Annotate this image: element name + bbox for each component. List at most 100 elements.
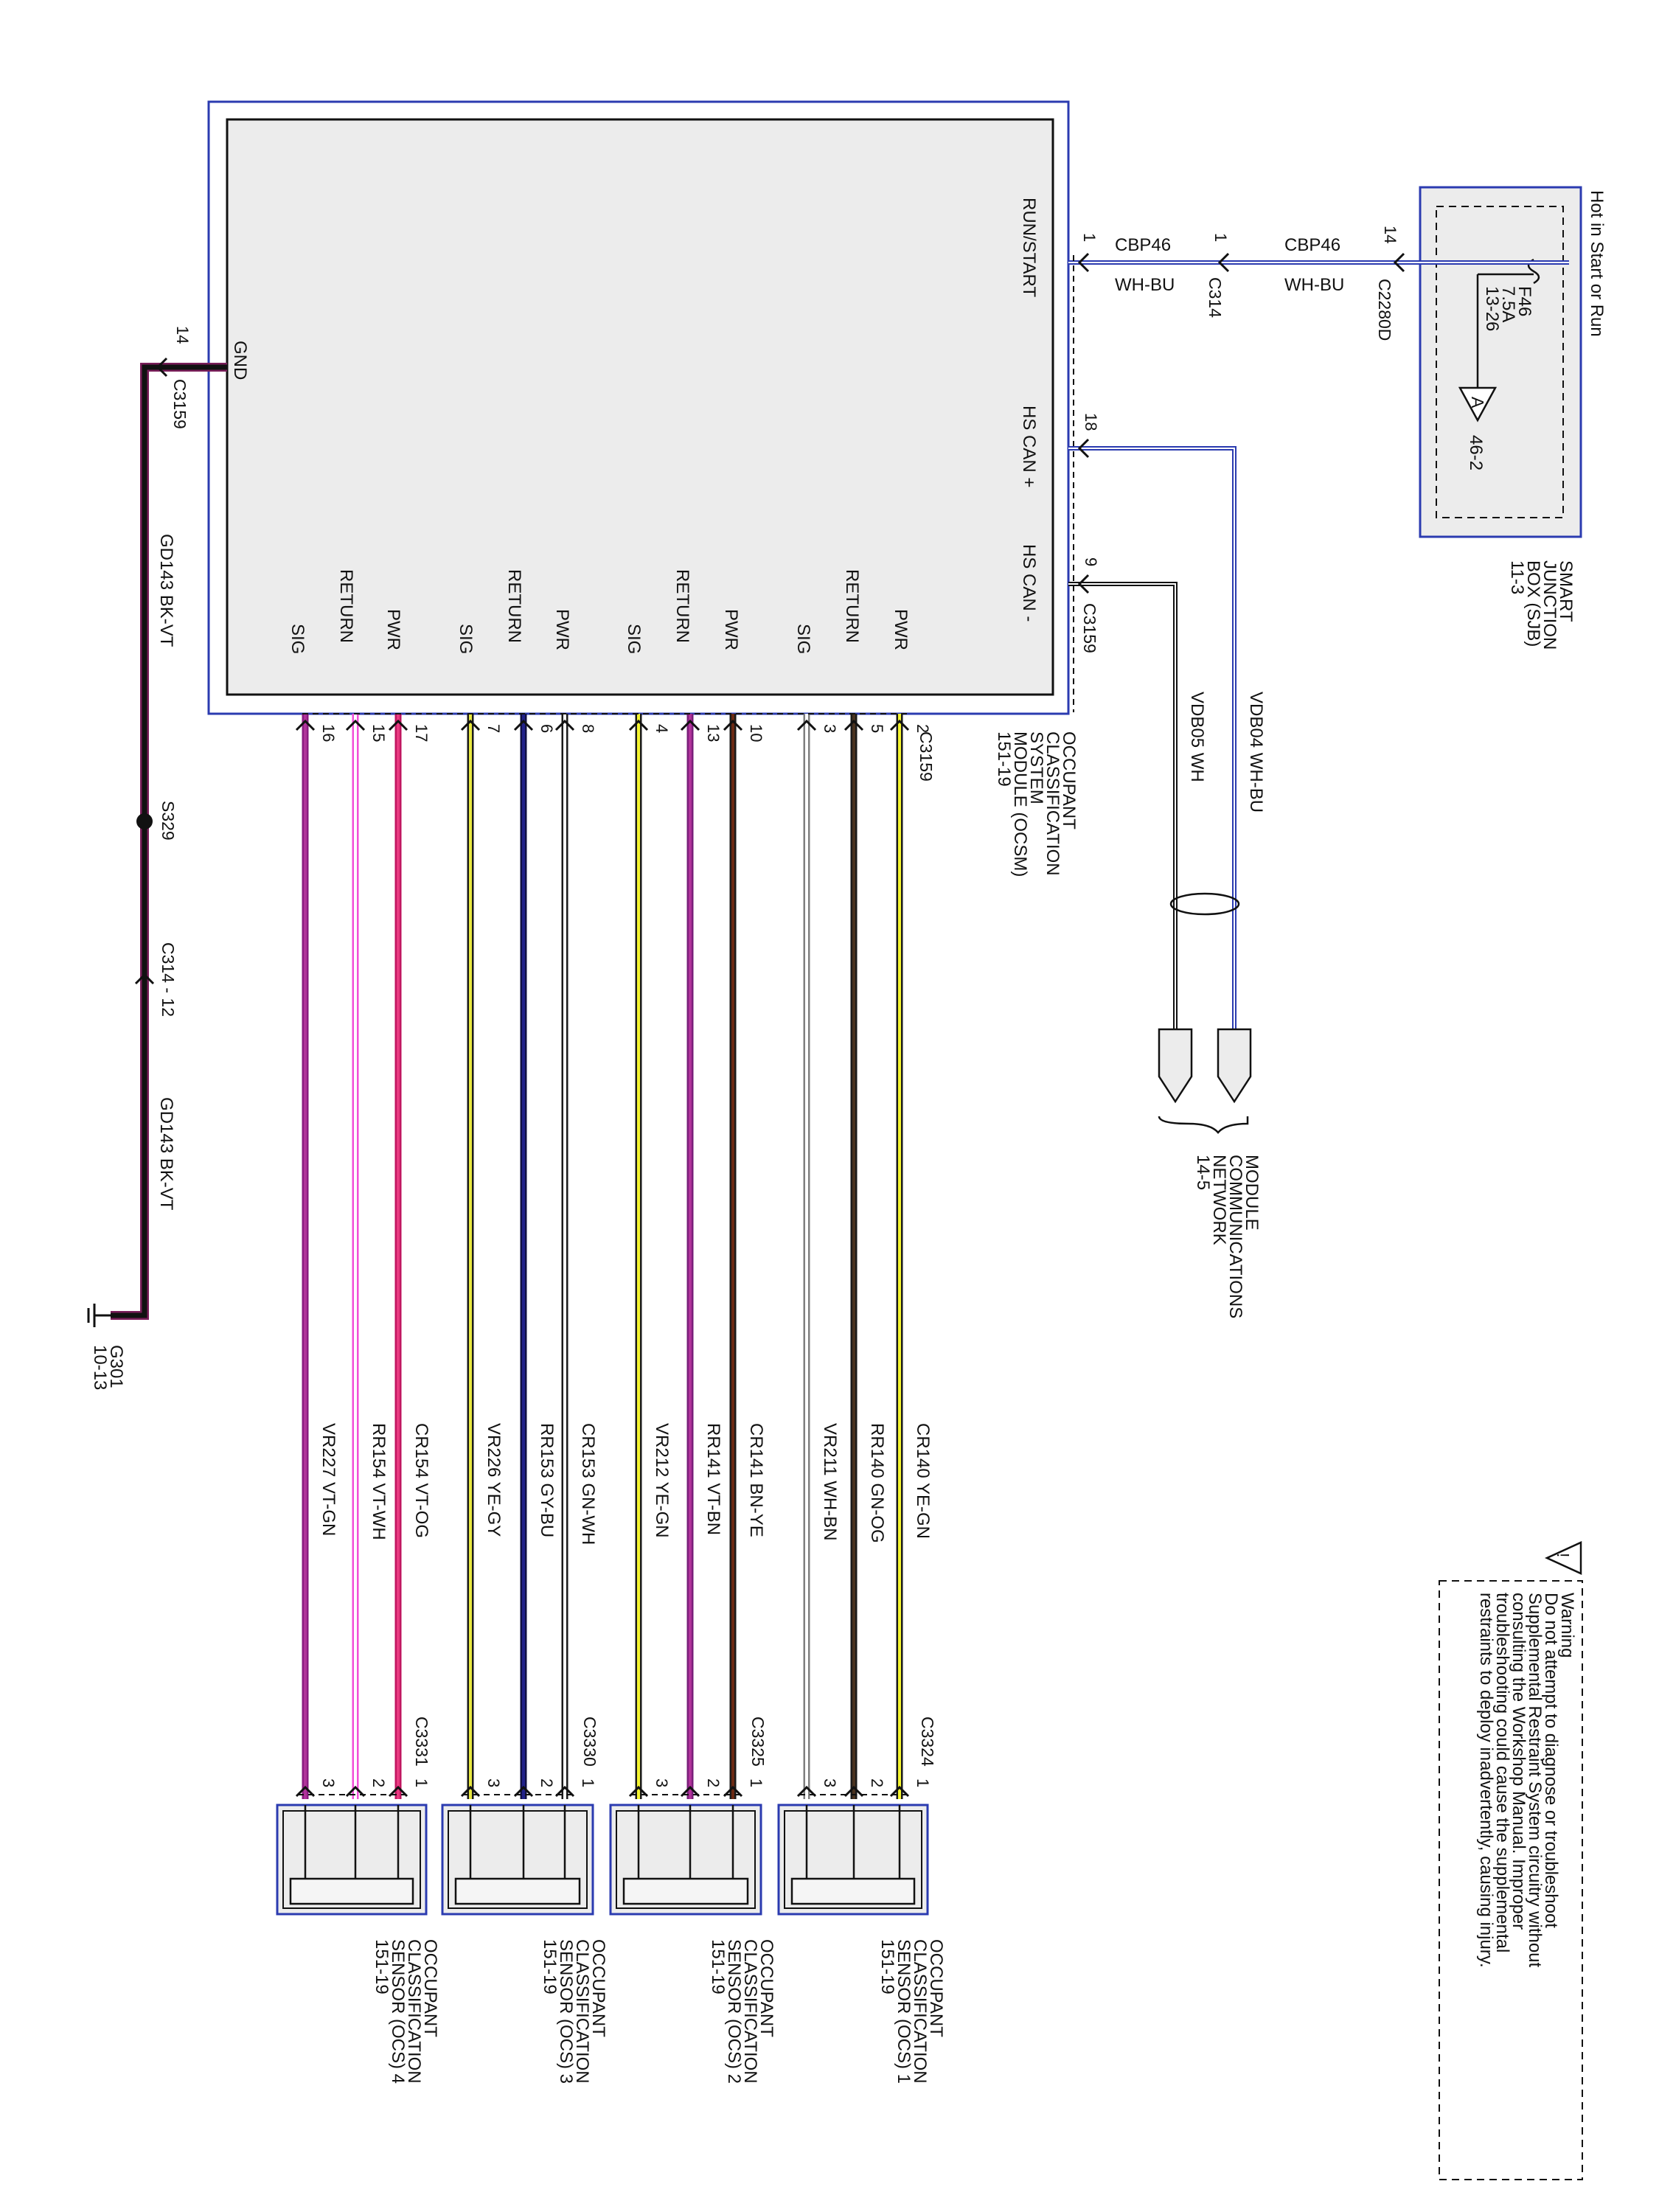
sensor-pin-number: 3 [319, 1778, 338, 1787]
ground-pin: 14 [173, 326, 192, 344]
connector-chevron-icon [889, 719, 910, 731]
ocsm-pin-number: 7 [484, 724, 503, 733]
ocsm-pin-number: 15 [369, 724, 388, 742]
sensor-1-label-line-4: 151-19 [877, 1939, 897, 1994]
power-inline-connector: C314 [1206, 277, 1225, 318]
ground-wire-core [111, 364, 227, 1318]
sensor-pin-number: 1 [412, 1778, 431, 1787]
circuit-label: RR140 GN-OG [867, 1423, 887, 1543]
sensor-plug [790, 1877, 916, 1905]
pin-label-sig-2: SIG [624, 624, 644, 654]
sjb-title-line-1: SMART [1556, 560, 1576, 622]
network-connector-icon [1217, 1028, 1252, 1104]
connector-chevron-icon [345, 719, 366, 731]
pin-label-hs-can-minus: HS CAN - [1019, 544, 1039, 622]
connector-chevron-icon [554, 719, 575, 731]
sjb-connector: C2280D [1375, 279, 1394, 341]
warning-panel: ! Warning Do not attempt to diagnose or … [1439, 1541, 1583, 2180]
connector-chevron-icon [723, 719, 743, 731]
connector-chevron-icon [513, 1785, 534, 1798]
ground-circuit: 14 C3159 GD143 BK-VT S329 C314 - 12 GD14… [87, 326, 227, 1390]
connector-chevron-icon [628, 719, 649, 731]
ocsm-pin-number: 13 [704, 724, 723, 742]
network-label-line-1: MODULE [1242, 1155, 1262, 1231]
sensor-body-inner [448, 1810, 588, 1909]
connector-chevron-icon [295, 719, 316, 731]
sensor-pin-number: 1 [747, 1778, 765, 1787]
connector-chevron-icon [460, 719, 481, 731]
sjb-inner-dashed [1436, 206, 1564, 518]
ocsm-pin-number: 6 [538, 724, 556, 733]
can-plus-wire-stripe [1068, 448, 1235, 1029]
ocsm-title-line-1: OCCUPANT [1059, 731, 1079, 830]
circuit-label: RR154 VT-WH [369, 1423, 389, 1540]
occupant-sensor-3: C3330 OCCUPANT CLASSIFICATION SENSOR (OC… [540, 1717, 608, 2084]
warning-title: Warning [1557, 1593, 1577, 1658]
can-plus-pin: 18 [1082, 413, 1100, 431]
power-circuit-label-1: CBP46 [1115, 235, 1171, 255]
connector-chevron-icon [844, 1785, 864, 1798]
pin-label-return-4: RETURN [336, 569, 356, 643]
connector-chevron-icon [513, 719, 534, 731]
fuse-rating: 7.5A [1498, 286, 1518, 322]
ground-circuit-label-2: GD143 BK-VT [156, 1097, 176, 1211]
pin-label-pwr-2: PWR [721, 609, 741, 650]
splice-dot-icon [136, 813, 153, 830]
circuit-label: VR227 VT-GN [319, 1423, 338, 1536]
ocsm-title-line-2: CLASSIFICATION [1043, 731, 1062, 876]
connector-chevron-icon [1077, 438, 1090, 459]
power-color-label-2: WH-BU [1284, 275, 1344, 295]
warning-line-5: restraints to deploy inadvertently, caus… [1476, 1593, 1496, 1968]
sensor-pin-number: 3 [484, 1778, 503, 1787]
sensor-plug [289, 1877, 414, 1905]
ocsm-pin-number: 10 [747, 724, 765, 742]
can-minus-pin: 9 [1082, 557, 1100, 566]
fuse-page: 13-26 [1482, 286, 1502, 331]
ocsm-pin-number: 8 [579, 724, 597, 733]
connector-chevron-icon [680, 719, 700, 731]
ground-page: 10-13 [90, 1345, 110, 1390]
pin-label-return-3: RETURN [504, 569, 524, 643]
ocsm-bottom-connector: C3159 [917, 731, 936, 782]
connector-chevron-icon [796, 1785, 817, 1798]
pin-label-pwr-4: PWR [383, 609, 403, 650]
pin-label-sig-3: SIG [456, 624, 476, 654]
sensor-pin-number: 3 [821, 1778, 839, 1787]
sensor-1-label-line-2: CLASSIFICATION [910, 1939, 930, 2084]
can-minus-wire-stripe [1068, 583, 1176, 1029]
sensor-2-label-line-4: 151-19 [708, 1939, 728, 1994]
connector-chevron-icon [723, 1785, 743, 1798]
warning-line-2: Supplemental Restraint System circuitry … [1525, 1593, 1545, 1968]
sensor-plug [622, 1877, 749, 1905]
ocsm-title: OCCUPANT CLASSIFICATION SYSTEM MODULE (O… [994, 731, 1079, 877]
sensor-pin-number: 2 [369, 1778, 388, 1787]
connector-chevron-icon [460, 1785, 481, 1798]
sensor-2-connector: C3325 [748, 1717, 768, 1767]
power-circuit-label-2: CBP46 [1284, 235, 1340, 255]
connector-chevron-icon [134, 973, 155, 985]
twisted-pair-icon [1169, 892, 1240, 916]
sensor-1-label-line-3: SENSOR (OCS) 1 [894, 1939, 914, 2084]
connector-chevron-icon [388, 1785, 408, 1798]
network-label-line-2: COMMUNICATIONS [1225, 1155, 1245, 1318]
power-circuit: 1 CBP46 WH-BU 1 C314 CBP46 WH-BU 14 C228… [1068, 226, 1569, 712]
sensor-3-connector: C3330 [580, 1717, 599, 1767]
fuse-name: F46 [1514, 286, 1534, 316]
connector-chevron-icon [554, 1785, 575, 1798]
sensor-pin-number: 1 [579, 1778, 597, 1787]
sensor-2-label-line-2: CLASSIFICATION [740, 1939, 760, 2084]
splice-label: S329 [159, 801, 178, 841]
ocsm-pin-number: 2 [914, 724, 932, 733]
can-minus-connector: C3159 [1080, 603, 1099, 653]
pin-label-pwr-3: PWR [552, 609, 572, 650]
ref-page: 46-2 [1466, 435, 1486, 470]
ref-triangle-icon [1458, 386, 1498, 422]
pin-label-sig-4: SIG [288, 624, 307, 654]
sjb-pin: 14 [1381, 226, 1399, 243]
sensor-2-label-line-1: OCCUPANT [757, 1939, 776, 2037]
power-inline-pin: 1 [1211, 233, 1230, 242]
network-label-line-4: 14-5 [1193, 1155, 1213, 1190]
warning-line-3: consulting the Workshop Manual. Improper [1509, 1593, 1528, 1930]
warning-line-4: troubleshooting could cause the suppleme… [1492, 1593, 1512, 1952]
